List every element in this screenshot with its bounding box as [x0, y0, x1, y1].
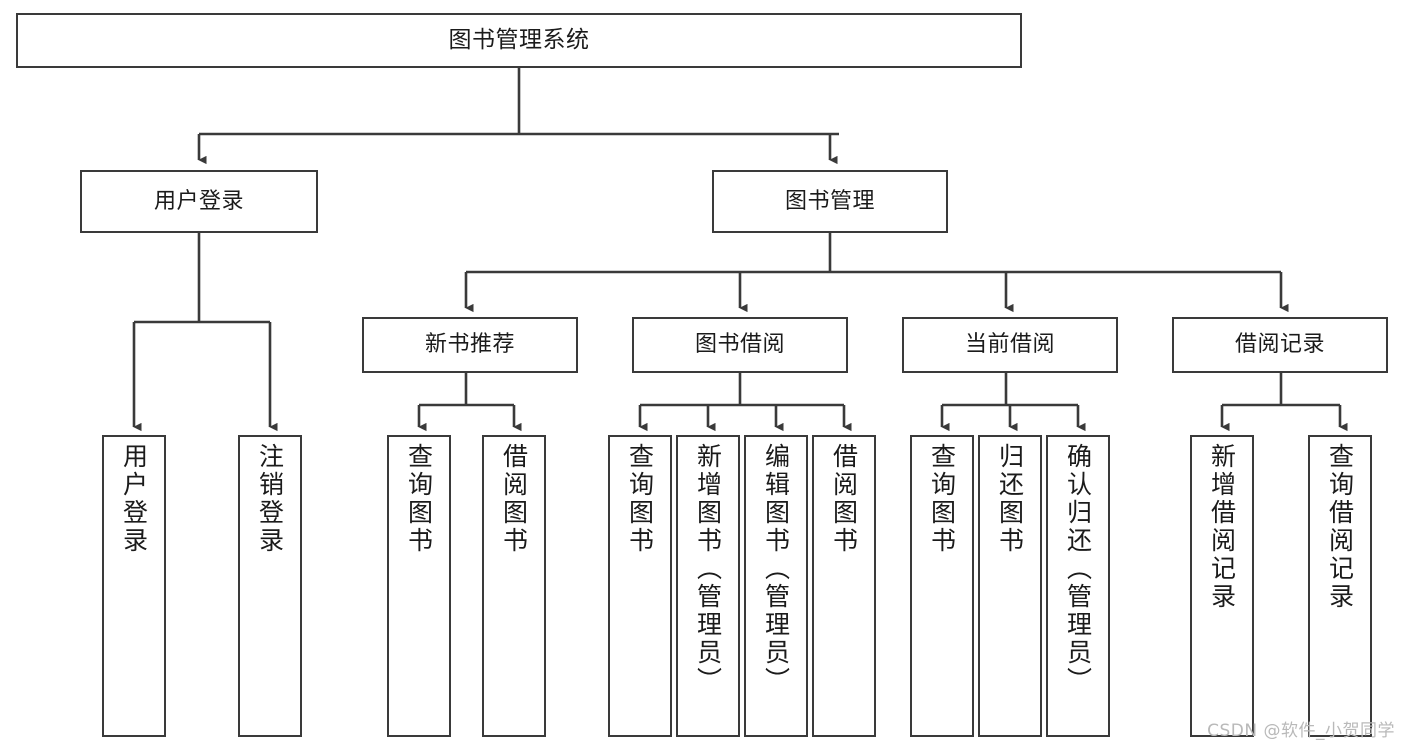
node-leaf-user-login[interactable]: 用户登录: [102, 435, 166, 737]
node-leaf-return-book-label: 归还图书: [995, 443, 1025, 555]
watermark-text: CSDN @软件_小贺同学: [1207, 721, 1395, 741]
node-leaf-query-book-2-label: 查询图书: [625, 443, 655, 555]
node-borrow-record[interactable]: 借阅记录: [1172, 317, 1388, 373]
node-current-borrow-label: 当前借阅: [964, 332, 1055, 358]
node-root[interactable]: 图书管理系统: [16, 13, 1022, 68]
node-book-management-label: 图书管理: [784, 188, 875, 214]
node-leaf-borrow-book-1[interactable]: 借阅图书: [482, 435, 546, 737]
node-borrow-record-label: 借阅记录: [1234, 332, 1325, 358]
node-leaf-borrow-book-2[interactable]: 借阅图书: [812, 435, 876, 737]
node-leaf-confirm-return-label: 确认归还（管理员）: [1063, 443, 1093, 695]
node-book-borrow-label: 图书借阅: [694, 332, 785, 358]
node-leaf-edit-book-label: 编辑图书（管理员）: [761, 443, 791, 695]
node-book-borrow[interactable]: 图书借阅: [632, 317, 848, 373]
node-leaf-borrow-book-1-label: 借阅图书: [499, 443, 529, 555]
node-leaf-confirm-return[interactable]: 确认归还（管理员）: [1046, 435, 1110, 737]
node-leaf-add-book-label: 新增图书（管理员）: [693, 443, 723, 695]
node-leaf-logout[interactable]: 注销登录: [238, 435, 302, 737]
node-new-book-recommend-label: 新书推荐: [424, 332, 515, 358]
node-leaf-query-book-3[interactable]: 查询图书: [910, 435, 974, 737]
node-leaf-query-record[interactable]: 查询借阅记录: [1308, 435, 1372, 737]
node-leaf-query-book-2[interactable]: 查询图书: [608, 435, 672, 737]
node-leaf-add-record-label: 新增借阅记录: [1207, 443, 1237, 611]
node-leaf-query-record-label: 查询借阅记录: [1325, 443, 1355, 611]
node-new-book-recommend[interactable]: 新书推荐: [362, 317, 578, 373]
node-leaf-return-book[interactable]: 归还图书: [978, 435, 1042, 737]
node-root-label: 图书管理系统: [448, 26, 590, 53]
node-book-management[interactable]: 图书管理: [712, 170, 948, 233]
node-leaf-user-login-label: 用户登录: [119, 443, 149, 555]
node-leaf-query-book-1[interactable]: 查询图书: [387, 435, 451, 737]
node-leaf-edit-book[interactable]: 编辑图书（管理员）: [744, 435, 808, 737]
node-leaf-add-record[interactable]: 新增借阅记录: [1190, 435, 1254, 737]
node-current-borrow[interactable]: 当前借阅: [902, 317, 1118, 373]
node-leaf-borrow-book-2-label: 借阅图书: [829, 443, 859, 555]
node-leaf-query-book-3-label: 查询图书: [927, 443, 957, 555]
node-leaf-add-book[interactable]: 新增图书（管理员）: [676, 435, 740, 737]
node-user-login-label: 用户登录: [153, 188, 244, 214]
node-user-login[interactable]: 用户登录: [80, 170, 318, 233]
node-leaf-query-book-1-label: 查询图书: [404, 443, 434, 555]
node-leaf-logout-label: 注销登录: [255, 443, 285, 555]
